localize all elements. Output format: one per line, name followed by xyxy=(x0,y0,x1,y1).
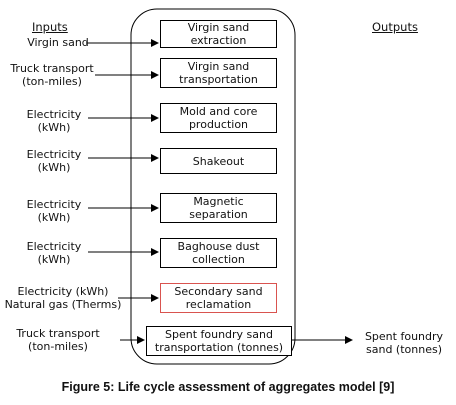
inputs-header: Inputs xyxy=(32,20,68,34)
process-virgin-sand-extraction: Virgin sand extraction xyxy=(160,20,277,48)
process-label: Spent foundry sand transportation (tonne… xyxy=(154,328,284,354)
system-boundary xyxy=(130,8,296,365)
process-label: Secondary sand reclamation xyxy=(174,285,263,311)
process-spent-sand-transportation: Spent foundry sand transportation (tonne… xyxy=(146,326,292,356)
process-shakeout: Shakeout xyxy=(160,148,277,174)
input-label-4: Electricity (kWh) xyxy=(26,148,82,174)
input-label-1: Virgin sand xyxy=(27,36,89,49)
outputs-header: Outputs xyxy=(372,20,418,34)
input-label-8: Truck transport (ton-miles) xyxy=(16,327,100,353)
output-label: Spent foundry sand (tonnes) xyxy=(364,330,444,356)
figure-caption: Figure 5: Life cycle assessment of aggre… xyxy=(61,380,395,394)
input-label-6: Electricity (kWh) xyxy=(26,240,82,266)
process-label: Baghouse dust collection xyxy=(177,240,260,266)
process-label: Virgin sand extraction xyxy=(187,21,250,47)
process-secondary-sand-reclamation: Secondary sand reclamation xyxy=(160,283,277,313)
process-label: Magnetic separation xyxy=(189,195,248,221)
process-label: Mold and core production xyxy=(179,105,258,131)
process-label: Shakeout xyxy=(192,154,245,168)
process-baghouse-dust-collection: Baghouse dust collection xyxy=(160,238,277,268)
input-label-3: Electricity (kWh) xyxy=(26,108,82,134)
input-label-2: Truck transport (ton-miles) xyxy=(10,62,94,88)
input-label-5: Electricity (kWh) xyxy=(26,198,82,224)
process-magnetic-separation: Magnetic separation xyxy=(160,193,277,223)
process-virgin-sand-transportation: Virgin sand transportation xyxy=(160,58,277,88)
process-label: Virgin sand transportation xyxy=(179,60,258,86)
input-label-7: Electricity (kWh) Natural gas (Therms) xyxy=(4,285,122,311)
process-mold-core-production: Mold and core production xyxy=(160,103,277,133)
